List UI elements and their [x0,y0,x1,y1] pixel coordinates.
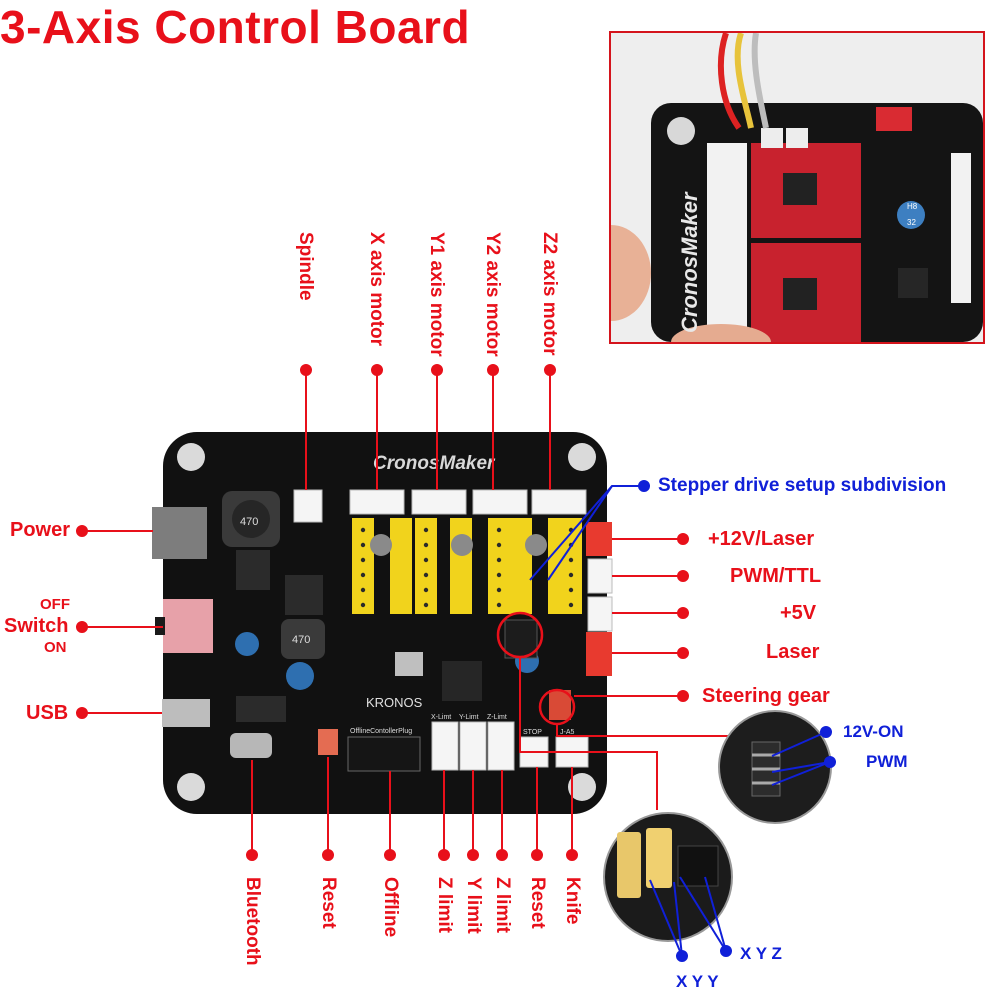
stepper-leader [529,480,650,581]
usb-label: USB [26,702,69,724]
zoom-pwm-header [718,710,836,824]
steering-gear-label: Steering gear [702,685,830,707]
left-leaders [76,525,163,719]
laser-label: Laser [766,641,820,663]
y1-axis-motor-label: Y1 axis motor [426,232,447,357]
offline-label: Offline [380,877,401,938]
zoom-leaders [519,657,728,810]
board-brand: CronosMaker [373,453,496,474]
switch-label: Switch [4,615,69,637]
inductor-label: 470 [240,516,258,528]
bottom-leaders [246,757,578,861]
reset-label-left: Reset [318,877,339,929]
board-logo-text: KRONOS [366,695,423,710]
limit-tag: Z-Limt [487,714,507,721]
stepper-subdivision-label: Stepper drive setup subdivision [658,475,947,496]
photo-chip-label: H8 [907,202,918,211]
y-limit-label: Y limit [463,877,484,934]
limit-tag: Y-Limt [459,714,479,721]
plus-5v-label: +5V [780,602,817,624]
zoom-jumper [603,812,733,962]
board-photo: CronosMaker H8 32 [609,31,985,344]
control-board: CronosMaker KRONOS 470 470 OfflineContol… [152,432,613,814]
offline-header-label: OfflineContollerPlug [350,728,412,735]
right-leaders [574,533,689,702]
photo-chip-label: 32 [907,218,916,227]
z2-axis-motor-label: Z2 axis motor [539,232,560,356]
stop-tag: STOP [523,729,542,736]
reset-label-right: Reset [527,877,548,929]
page-title: 3-Axis Control Board [0,1,471,53]
spindle-label: Spindle [295,232,316,301]
photo-brand: CronosMaker [677,191,702,333]
knife-label: Knife [562,877,583,925]
inductor-label: 470 [292,634,310,646]
zoom-xyy-label: X Y Y [676,972,719,991]
z-limit-label: Z limit [434,877,455,933]
switch-on-label: ON [44,639,67,656]
laser-12v-label: +12V/Laser [708,528,815,550]
x-axis-motor-label: X axis motor [366,232,387,347]
limit-tag: X-Limt [431,714,451,721]
zoom-pwm-label: PWM [866,752,908,771]
power-label: Power [10,519,71,541]
knife-tag: J-A5 [560,729,575,736]
board-photo-illustration: CronosMaker H8 32 [611,33,983,342]
zoom-12v-on-label: 12V-ON [843,722,904,741]
switch-off-label: OFF [40,596,70,613]
pwm-ttl-label: PWM/TTL [730,565,822,587]
bluetooth-label: Bluetooth [242,877,263,966]
z-limit-label-2: Z limit [492,877,513,933]
top-leaders [300,364,556,490]
zoom-xyz-label: X Y Z [740,944,782,963]
y2-axis-motor-label: Y2 axis motor [482,232,503,357]
